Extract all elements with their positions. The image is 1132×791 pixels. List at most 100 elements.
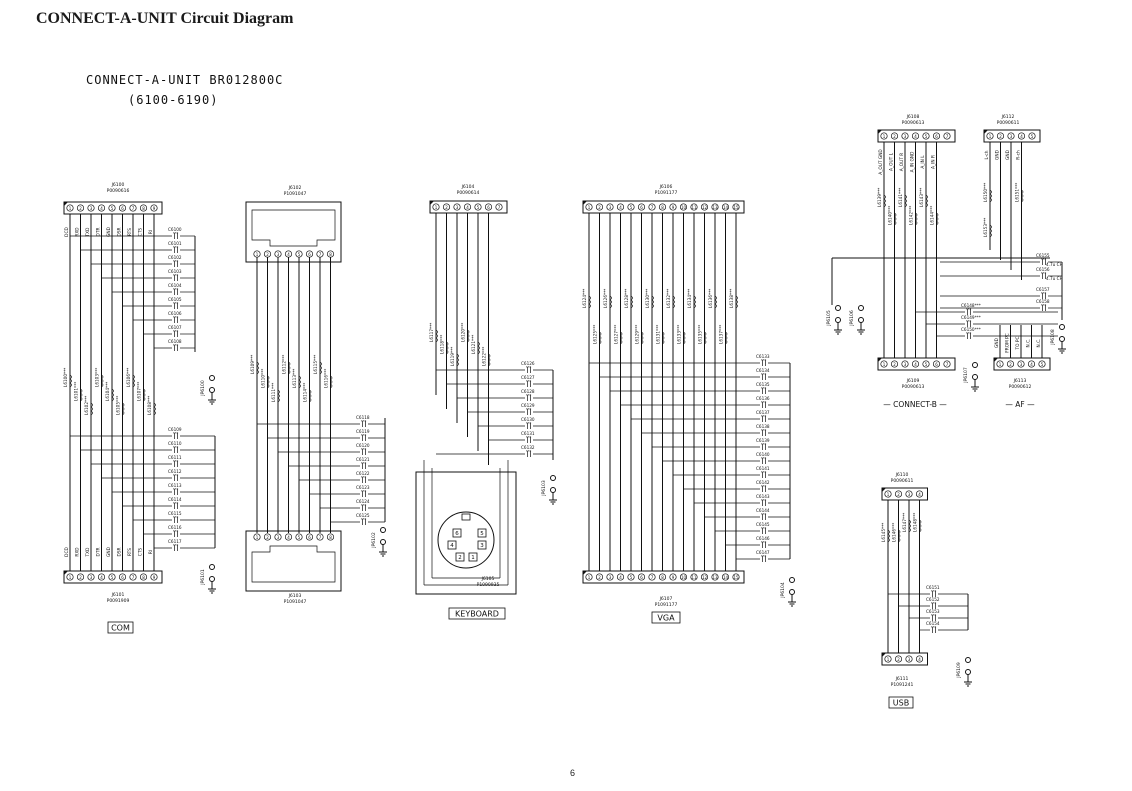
- capacitor: C6119***: [356, 429, 370, 441]
- pin-number: 1: [256, 535, 259, 540]
- capacitor-value: ***: [361, 462, 367, 466]
- connector-body: [881, 652, 928, 666]
- ground-symbol: [788, 601, 796, 607]
- pin-number: 5: [298, 535, 301, 540]
- jumper-pad: [858, 317, 864, 323]
- capacitor-value: ***: [761, 415, 767, 419]
- jumper-label: JP6102: [371, 532, 377, 549]
- connector-pin: [484, 203, 493, 211]
- capacitor-value: ***: [361, 448, 367, 452]
- capacitor-label: C6124: [356, 499, 370, 504]
- rj-jack-opening: [251, 209, 336, 247]
- capacitor-label: C6112: [168, 469, 182, 474]
- inductor: L6110***: [261, 369, 270, 389]
- pin-number: 2: [1009, 362, 1012, 367]
- pin-number: 1: [435, 205, 438, 210]
- capacitor-label: C6144: [756, 508, 770, 513]
- capacitor: C6135***: [756, 382, 770, 394]
- inductor-label: L6113***: [292, 369, 297, 388]
- inductor-label: L6100***: [63, 368, 68, 387]
- capacitor-value: ***: [931, 590, 937, 594]
- pin-number: 7: [319, 535, 322, 540]
- connector-body: [881, 487, 928, 501]
- capacitor-value: ***: [526, 450, 532, 454]
- inductor-label: L6127***: [614, 325, 619, 344]
- capacitor-value: ***: [761, 499, 767, 503]
- capacitor: C6109***: [168, 427, 182, 439]
- connector-pin: [263, 533, 272, 541]
- schematic-title: CONNECT-A-UNIT BR012800C: [86, 73, 283, 87]
- inductor: L6153***: [983, 218, 992, 238]
- connector-pin: [1006, 360, 1015, 368]
- connector-pin: [108, 573, 116, 581]
- din-pin-number: 1: [471, 555, 475, 561]
- inductor-label: L6102***: [84, 396, 89, 415]
- capacitor-label: C6155: [1036, 253, 1050, 258]
- connector-part: P0090613: [902, 120, 925, 126]
- capacitor-label: C6130: [521, 417, 535, 422]
- capacitor-label: C6105: [168, 297, 182, 302]
- capacitor: C6150******: [961, 327, 981, 339]
- pin-name: A_OUT R: [899, 153, 905, 172]
- connector-pin: [495, 203, 503, 211]
- connector-pin: [637, 573, 646, 581]
- pin-number: 12: [702, 575, 708, 580]
- inductor-coil: [672, 295, 675, 309]
- jumper: JP6102: [371, 527, 387, 557]
- inductor: L6125***: [593, 325, 602, 345]
- pin-number: 2: [893, 134, 896, 139]
- capacitor-value: ***: [1041, 304, 1047, 308]
- pin-name: DCD: [64, 547, 70, 557]
- capacitor-value: ***: [526, 394, 532, 398]
- capacitor-value: ***: [761, 513, 767, 517]
- pin-name: L-ch: [984, 150, 990, 159]
- inductor-label: L6125***: [593, 325, 598, 344]
- jumper-label: JP6105: [826, 310, 832, 327]
- pin-number: 1: [883, 134, 886, 139]
- inductor: L6115***: [313, 355, 322, 375]
- capacitor-label: C6146: [756, 536, 770, 541]
- inductor-coil: [588, 295, 591, 309]
- inductor: L6144***: [930, 206, 939, 226]
- connector-pin: [585, 203, 593, 211]
- capacitor: C6125***: [356, 513, 370, 525]
- connector-pin: [943, 132, 951, 140]
- pin-name: DTR: [96, 228, 102, 237]
- pin1-marker: [984, 130, 988, 134]
- pin1-marker: [583, 571, 587, 575]
- connector-pin: [627, 203, 635, 211]
- section-label-text: — AF —: [1005, 400, 1035, 409]
- jumper-pad: [1059, 324, 1065, 330]
- capacitor-value: ***: [173, 246, 179, 250]
- capacitor-label: C6136: [756, 396, 770, 401]
- connector-pin: [894, 490, 903, 498]
- pin-number: 5: [477, 205, 480, 210]
- capacitor-label: C6157: [1036, 287, 1050, 292]
- capacitor-label: C6122: [356, 471, 370, 476]
- connector-pin: [905, 490, 913, 498]
- connector-part: P0090611: [997, 120, 1020, 126]
- connector-pin: [442, 203, 451, 211]
- connector-pin: [627, 573, 635, 581]
- inductor-label: L6101***: [74, 382, 79, 401]
- capacitor-label: C6139: [756, 438, 770, 443]
- connector-ref: J6109: [906, 378, 920, 384]
- inductor-label: L6124***: [582, 289, 587, 308]
- inductor-label: L6150***: [983, 183, 988, 202]
- rj-jack-bottom: [245, 530, 342, 592]
- capacitor: C6152***: [926, 597, 940, 609]
- connector-part: P0090613: [902, 384, 925, 390]
- connector-pin: [585, 573, 593, 581]
- capacitor: C6154***: [926, 621, 940, 633]
- connector-pin: [1007, 132, 1015, 140]
- capacitor: C6114***: [168, 497, 182, 509]
- capacitor-value: ***: [361, 518, 367, 522]
- capacitor-value: ***: [526, 422, 532, 426]
- inductor: L6111***: [271, 383, 280, 403]
- inductor: L6141***: [898, 188, 907, 208]
- capacitor-value: ***: [966, 332, 972, 336]
- connector-ref: J6108: [906, 114, 920, 120]
- jumper-label: JP6100: [200, 380, 206, 397]
